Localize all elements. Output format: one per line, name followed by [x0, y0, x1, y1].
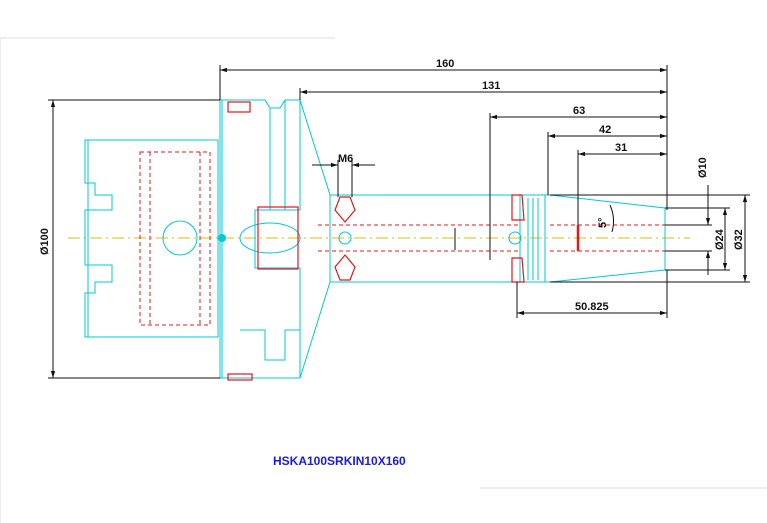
- dim-thread: M6: [338, 153, 353, 165]
- dim-nut-length: 63: [573, 105, 585, 117]
- dim-bore-dia: Ø10: [697, 157, 709, 178]
- part-number: HSKA100SRKIN10X160: [273, 454, 406, 468]
- dimension-lines: [48, 65, 750, 379]
- dim-shank-length: 131: [482, 80, 500, 92]
- dim-tip-dia: Ø24: [714, 228, 726, 250]
- dim-overall-length: 160: [436, 58, 454, 70]
- dim-nut-offset: 50.825: [575, 301, 609, 313]
- flange-outline: [218, 99, 301, 381]
- sheet-frame: [0, 37, 767, 523]
- dim-taper-angle: 5°: [597, 217, 609, 228]
- dim-nose-dia: Ø32: [733, 229, 745, 250]
- shank-body-outline: [299, 99, 521, 379]
- hsk-hidden-lines: [139, 151, 211, 326]
- dim-flange-dia: Ø100: [39, 228, 51, 255]
- dim-bore-depth: 31: [615, 142, 627, 154]
- hsk-shank-outline: [84, 139, 219, 338]
- dim-body-length: 42: [599, 124, 611, 136]
